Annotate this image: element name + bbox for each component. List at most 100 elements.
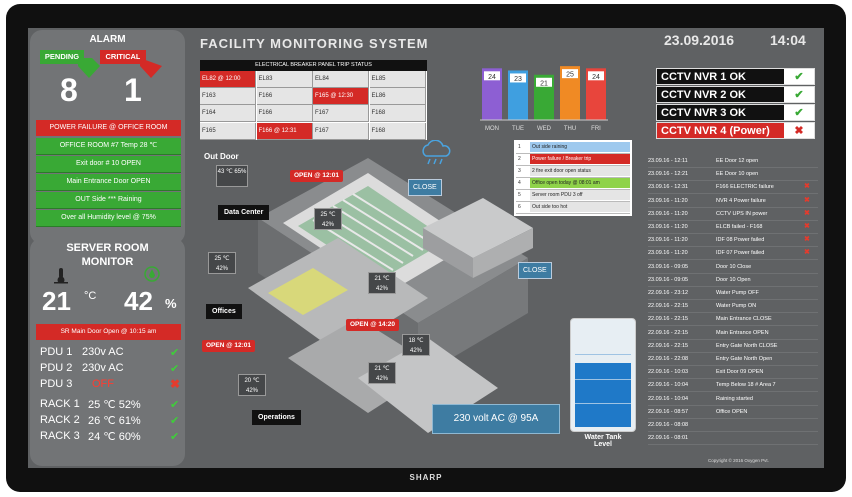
fail-x-icon: ✖: [784, 123, 814, 138]
breaker-cell[interactable]: F168: [369, 122, 426, 140]
map-label-datacenter[interactable]: Data Center: [218, 205, 270, 220]
bar-thu[interactable]: [560, 66, 580, 120]
alarm-bar-outside-rain[interactable]: OUT Side *** Raining: [36, 192, 181, 209]
event-message: Main Entrance OPEN: [716, 329, 769, 336]
event-log-row[interactable]: 22.09.16 - 08:08: [648, 419, 818, 432]
cctv-nvr-4[interactable]: CCTV NVR 4 (Power)✖: [656, 122, 815, 139]
bar-value-box: [484, 71, 500, 81]
event-message: EE Door 10 open: [716, 171, 759, 178]
event-timestamp: 22.09.16 - 08:08: [648, 422, 689, 428]
breaker-cell[interactable]: EL83: [256, 71, 313, 88]
door-open-tag-2[interactable]: OPEN @ 14:20: [346, 319, 399, 331]
breaker-cell[interactable]: EL85: [369, 71, 426, 88]
pending-arrow-icon: [78, 58, 100, 78]
bar-fri[interactable]: [586, 68, 606, 120]
power-reading-panel[interactable]: 230 volt AC @ 95A: [432, 404, 560, 434]
breaker-cell[interactable]: F166 @ 12:31: [256, 122, 313, 140]
breaker-cell[interactable]: F165: [200, 122, 256, 140]
legend-text: Out side too hot: [530, 202, 630, 212]
cctv-nvr-3[interactable]: CCTV NVR 3 OK✔: [656, 104, 815, 121]
map-label-offices[interactable]: Offices: [206, 304, 242, 319]
cctv-nvr-1[interactable]: CCTV NVR 1 OK✔: [656, 68, 815, 85]
breaker-cell[interactable]: EL86: [369, 88, 426, 106]
bar-value-box: [510, 73, 526, 83]
outdoor-sensor[interactable]: 43 ℃ 65%: [216, 165, 248, 187]
x-tick-label: WED: [537, 126, 552, 132]
room-sensor-5[interactable]: 21 ℃ 42%: [368, 362, 396, 384]
breaker-cell[interactable]: F166: [256, 88, 313, 106]
x-tick-label: FRI: [591, 126, 601, 132]
cctv-label: CCTV NVR 1 OK: [661, 71, 746, 83]
door-open-tag-1[interactable]: OPEN @ 12:01: [290, 170, 343, 182]
map-label-operations[interactable]: Operations: [252, 410, 301, 425]
breaker-cell[interactable]: F163: [200, 88, 256, 106]
room-sensor-4[interactable]: 18 ℃ 42%: [402, 334, 430, 356]
breaker-cell[interactable]: F165 @ 12:30: [313, 88, 369, 106]
alarm-bar-humidity[interactable]: Over all Humidity level @ 75%: [36, 210, 181, 227]
breaker-cell[interactable]: F167: [313, 122, 369, 140]
check-icon: ✔: [784, 87, 814, 102]
room-sensor-6[interactable]: 20 ℃ 42%: [238, 374, 266, 396]
breaker-cell[interactable]: F166: [256, 105, 313, 123]
breaker-cell[interactable]: EL82 @ 12:00: [200, 71, 256, 88]
alarm-bar-exit-door[interactable]: Exit door # 10 OPEN: [36, 156, 181, 173]
pdu3-label: PDU 3: [40, 378, 73, 390]
breaker-cell[interactable]: F168: [369, 105, 426, 123]
bar-tue[interactable]: [508, 70, 528, 120]
alarm-bar-main-entrance[interactable]: Main Entrance Door OPEN: [36, 174, 181, 191]
event-timestamp: 22.09.16 - 10:03: [648, 369, 689, 376]
event-message: Water Pump ON: [716, 303, 757, 310]
bar-mon[interactable]: [482, 68, 502, 120]
event-message: CCTV UPS IN power: [716, 210, 768, 217]
breaker-cell[interactable]: F167: [313, 105, 369, 123]
alarm-bar-power-failure[interactable]: POWER FAILURE @ OFFICE ROOM: [36, 120, 181, 136]
door-close-tag-2[interactable]: CLOSE: [518, 262, 552, 279]
event-message: Door 10 Open: [716, 276, 751, 283]
humidity-icon: [144, 266, 160, 282]
breaker-cell[interactable]: F164: [200, 105, 256, 123]
water-tank[interactable]: [570, 318, 636, 432]
alarm-bar-office-temp[interactable]: OFFICE ROOM #7 Temp 28 ℃: [36, 138, 181, 155]
room-sensor-3[interactable]: 21 ℃ 42%: [368, 272, 396, 294]
page-title: FACILITY MONITORING SYSTEM: [200, 36, 429, 51]
rack3-value: 24 ℃ 60%: [88, 431, 141, 443]
cctv-label: CCTV NVR 3 OK: [661, 107, 746, 119]
rack2-value: 26 ℃ 61%: [88, 415, 141, 427]
room-sensor-2[interactable]: 25 ℃ 42%: [208, 252, 236, 274]
event-message: ELCB failed - F168: [716, 224, 763, 230]
breaker-cell[interactable]: EL84: [313, 71, 369, 88]
room-sensor-1[interactable]: 25 ℃ 42%: [314, 208, 342, 230]
server-door-alert[interactable]: SR Main Door Open @ 10:15 am: [36, 324, 181, 340]
door-open-tag-3[interactable]: OPEN @ 12:01: [202, 340, 255, 352]
door-close-tag-1[interactable]: CLOSE: [408, 179, 442, 196]
event-log-row[interactable]: 22.09.16 - 08:01: [648, 432, 818, 446]
legend-text: Out side raining: [530, 142, 630, 152]
cctv-nvr-2[interactable]: CCTV NVR 2 OK✔: [656, 86, 815, 103]
